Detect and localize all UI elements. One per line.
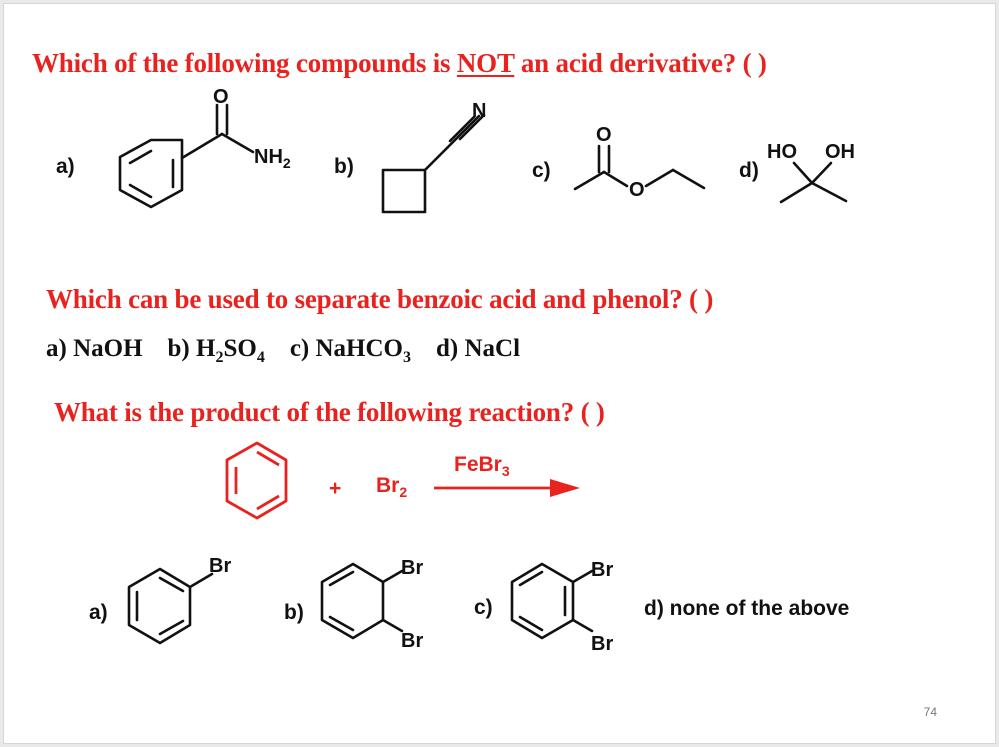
cyclobutanecarbonitrile-structure [381,113,486,214]
diol-oh: OH [825,141,855,163]
ethyl-acetate-structure [573,144,706,191]
reaction-catalyst: FeBr3 [454,453,510,480]
q1-option-d-label: d) [739,159,759,182]
question-1-emphasis: NOT [456,48,515,78]
q2-option-a: a) NaOH [46,335,143,362]
q2-option-d: d) NaCl [436,335,521,362]
reaction-arrow [434,479,580,497]
q1-option-a-label: a) [56,155,75,178]
diol-ho: HO [767,141,797,163]
gem-diol-structure [779,161,848,204]
q2-option-b: b) H2SO4 [167,335,265,366]
slide: Which of the following compounds is NOT … [3,3,996,744]
diene-br-top: Br [401,557,424,579]
question-1-text: Which of the following compounds is NOT … [32,48,767,78]
page-number: 74 [923,705,937,719]
dibromobenzene-br-bottom: Br [591,633,614,655]
q1-option-c-label: c) [532,159,551,182]
bromobenzene-br: Br [209,555,232,577]
dibromobenzene-structure [510,562,594,640]
q3-option-c-label: c) [474,596,493,619]
ester-carbonyl-oxygen: O [596,124,612,146]
q2-option-c: c) NaHCO3 [289,335,411,366]
q3-option-b-label: b) [284,601,304,624]
amide-oxygen: O [213,86,229,108]
q3-option-a-label: a) [89,601,108,624]
ester-oxygen: O [629,179,645,201]
nitrile-nitrogen: N [472,100,487,122]
question-2-text: Which can be used to separate benzoic ac… [46,284,714,314]
benzamide-structure [118,103,255,209]
reaction-reagent: Br2 [376,474,408,501]
q2-options: a) NaOH b) H2SO4 c) NaHCO3 d) NaCl [46,335,520,367]
q1-option-b-label: b) [334,155,354,178]
benzene-reactant [225,441,288,520]
diene-br-bottom: Br [401,630,424,652]
dibromobenzene-br-top: Br [591,559,614,581]
question-3-text: What is the product of the following rea… [54,397,605,427]
q3-option-d-text: d) none of the above [644,597,850,620]
amide-nh2: NH2 [254,146,291,171]
reaction-plus: + [329,477,342,500]
dibromocyclohexadiene-structure [320,562,404,640]
bromobenzene-structure [127,567,214,645]
